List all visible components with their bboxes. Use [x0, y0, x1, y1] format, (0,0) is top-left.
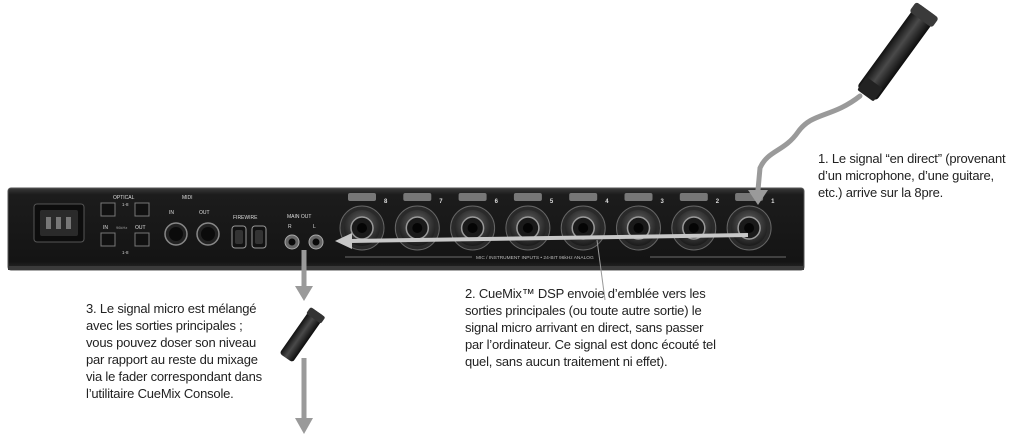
optical-ports: OPTICAL 1-8 IN 96kHz OUT 1-8 — [100, 195, 150, 255]
firewire-ports: FIREWIRE — [231, 215, 267, 249]
caption-step-3: 3. Le signal micro est mélangé avec les … — [86, 301, 262, 401]
channel-number: 2 — [716, 199, 720, 205]
main-out-ports: MAIN OUT R L — [284, 214, 324, 250]
midi-in-label: IN — [169, 210, 174, 216]
microphone-icon — [280, 307, 325, 362]
output-arrow-head — [295, 418, 313, 434]
routing-arrow-head — [335, 233, 352, 249]
signal-arrows — [295, 93, 863, 434]
channel-number: 3 — [661, 199, 665, 205]
channel-number: 5 — [550, 199, 554, 205]
main-out-r-label: R — [288, 224, 292, 230]
main-out-label: MAIN OUT — [287, 214, 311, 220]
optical-in-label: IN — [103, 225, 108, 231]
optical-label: OPTICAL — [113, 195, 135, 201]
midi-ports: MIDI IN OUT — [164, 195, 220, 246]
xlr-input-2: 2 — [671, 193, 720, 251]
firewire-label: FIREWIRE — [233, 215, 258, 221]
channel-number: 8 — [384, 199, 388, 205]
optical-out-label: OUT — [135, 225, 146, 231]
microphone-icon — [857, 2, 938, 101]
power-inlet — [33, 203, 85, 243]
optical-port — [134, 232, 150, 247]
main-out-l-label: L — [313, 224, 316, 230]
midi-label: MIDI — [182, 195, 193, 201]
optical-channels-top: 1-8 — [122, 202, 129, 207]
channel-number: 4 — [605, 199, 609, 205]
optical-port — [100, 232, 116, 247]
mic-cable-arrow — [755, 93, 863, 193]
optical-port — [134, 202, 150, 217]
channel-number: 6 — [495, 199, 499, 205]
caption-step-1: 1. Le signal “en direct” (provenant d’un… — [818, 151, 1006, 200]
caption-step-2: 2. CueMix™ DSP envoie d’emblée vers les … — [465, 286, 716, 369]
audio-interface-rear-panel: OPTICAL 1-8 IN 96kHz OUT 1-8 MIDI IN OUT… — [7, 187, 805, 271]
midi-out-label: OUT — [199, 210, 210, 216]
inputs-label: MIC / INSTRUMENT INPUTS • 24-BIT 96kHz A… — [476, 255, 594, 261]
channel-number: 1 — [771, 199, 775, 205]
optical-channels-bottom: 1-8 — [122, 250, 129, 255]
caption2-leader-line — [596, 239, 606, 301]
channel-number: 7 — [439, 199, 443, 205]
xlr-input-7: 7 — [394, 193, 443, 251]
cuemix-routing-arrow — [349, 233, 749, 243]
optical-rate-label: 96kHz — [116, 225, 127, 230]
input-arrow-head — [748, 190, 768, 205]
optical-port — [100, 202, 116, 217]
